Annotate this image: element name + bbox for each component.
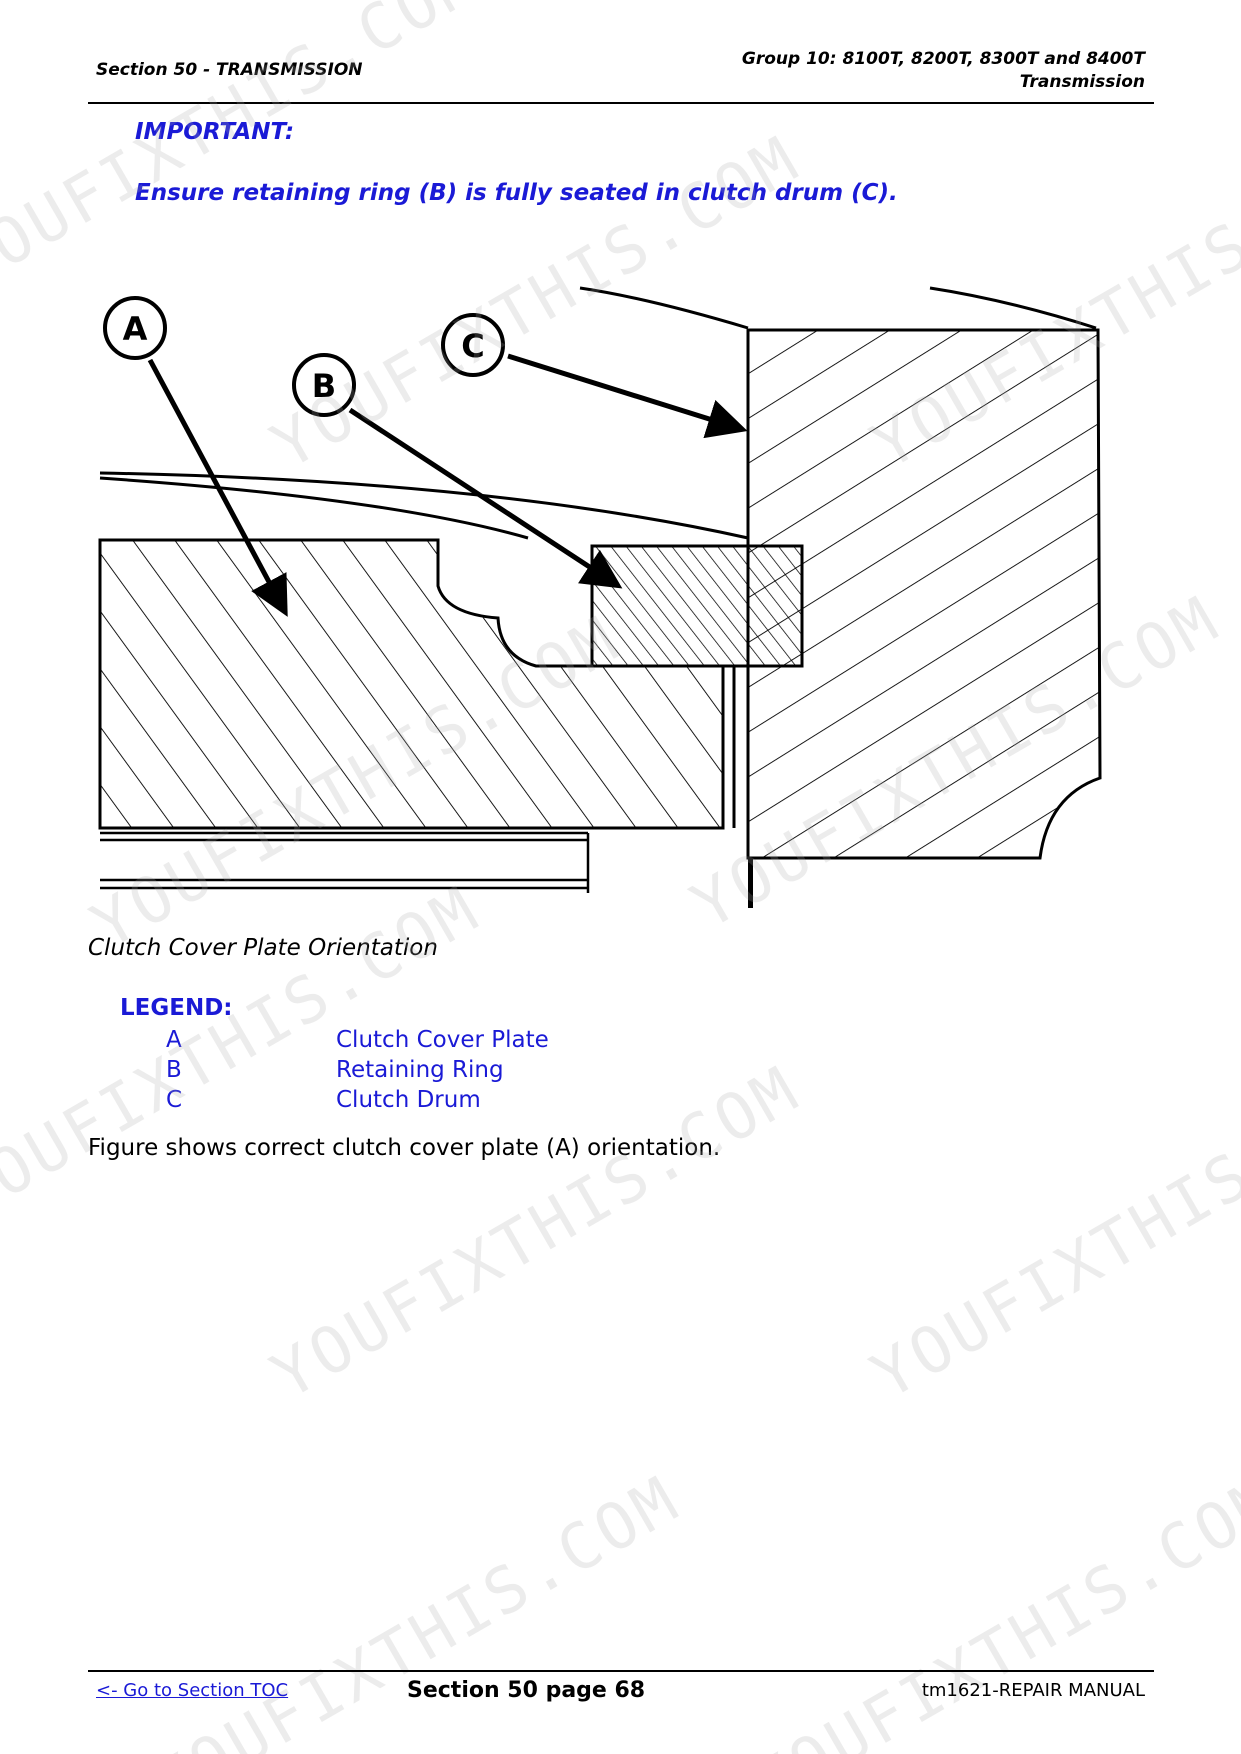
callout-c-circle <box>441 313 505 377</box>
footer-rule <box>88 1670 1154 1672</box>
watermark-text: YOUFIXTHIS.COM <box>740 1462 1241 1754</box>
clutch-drum-shape <box>746 328 1102 860</box>
callout-c-label: C <box>461 327 484 365</box>
callout-b-arrow <box>348 407 623 589</box>
callout-c-arrow <box>507 353 748 439</box>
footer-manual-id: tm1621-REPAIR MANUAL <box>921 1680 1145 1701</box>
legend-value-a: Clutch Cover Plate <box>336 1027 549 1053</box>
callout-b: B <box>292 353 623 589</box>
body-paragraph: Figure shows correct clutch cover plate … <box>88 1135 721 1161</box>
legend-key-c: C <box>166 1087 183 1113</box>
watermark-text: YOUFIXTHIS.COM <box>140 1462 693 1754</box>
drum-base-edge <box>748 858 753 908</box>
footer-page-number: Section 50 page 68 <box>407 1678 646 1703</box>
header-group-title: Group 10: 8100T, 8200T, 8300T and 8400T … <box>585 48 1145 94</box>
header-group-line1: Group 10: 8100T, 8200T, 8300T and 8400T <box>741 49 1145 69</box>
drum-upper-arc <box>579 286 749 330</box>
watermark-text: YOUFIXTHIS.COM <box>0 872 493 1235</box>
go-to-section-toc-link[interactable]: <- Go to Section TOC <box>96 1680 289 1701</box>
figure-caption: Clutch Cover Plate Orientation <box>88 935 438 961</box>
callout-a: A <box>103 296 288 617</box>
cover-plate-curve-upper <box>99 471 749 540</box>
retaining-ring-shape <box>590 544 804 668</box>
callout-a-label: A <box>123 310 148 348</box>
drum-upper-arc-right <box>929 286 1097 330</box>
callout-a-circle <box>103 296 167 360</box>
important-title: IMPORTANT: <box>135 119 295 145</box>
header-rule <box>88 102 1154 104</box>
clutch-cover-plate-diagram: A B C <box>98 286 1102 908</box>
callout-b-circle <box>292 353 356 417</box>
watermark-text: YOUFIXTHIS.COM <box>860 1052 1241 1415</box>
important-text: Ensure retaining ring (B) is fully seate… <box>135 180 898 206</box>
callout-a-arrow <box>147 358 288 617</box>
legend-key-a: A <box>166 1027 182 1053</box>
legend-title: LEGEND: <box>120 995 233 1021</box>
header-section-title: Section 50 - TRANSMISSION <box>96 60 363 80</box>
legend-value-b: Retaining Ring <box>336 1057 504 1083</box>
callout-c: C <box>441 313 748 439</box>
legend-key-b: B <box>166 1057 182 1083</box>
legend-value-c: Clutch Drum <box>336 1087 481 1113</box>
header-group-line2: Transmission <box>1019 72 1145 92</box>
callout-b-label: B <box>312 367 336 405</box>
cover-plate-curve-lower <box>99 476 529 540</box>
